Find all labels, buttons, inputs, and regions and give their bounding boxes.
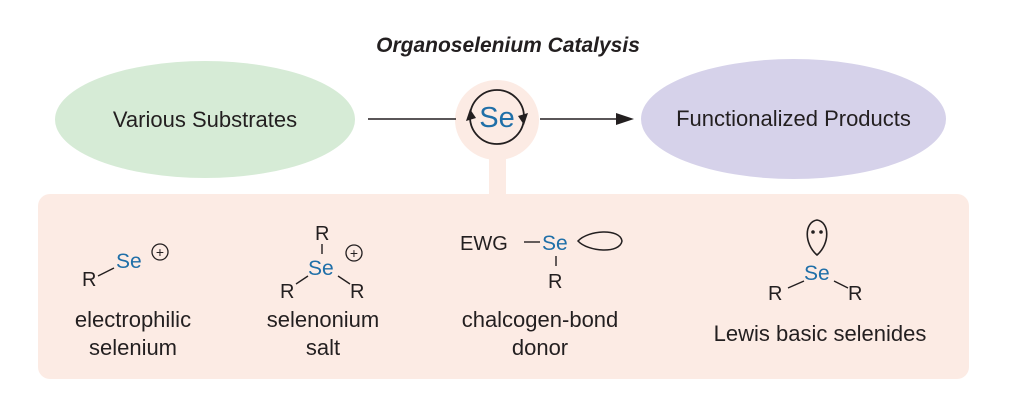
catalyst-label-chalcogen: chalcogen-bond donor xyxy=(461,307,619,360)
svg-text:+: + xyxy=(156,244,164,260)
selenium-atom: Se xyxy=(804,262,830,285)
products-node: Functionalized Products xyxy=(641,59,946,179)
selenium-atom: Se xyxy=(116,250,142,273)
catalyst-types-panel xyxy=(38,194,969,379)
r-group-left: R xyxy=(280,281,294,303)
catalyst-label-electrophilic: electrophilic selenium xyxy=(74,307,192,360)
substrates-label: Various Substrates xyxy=(112,106,298,132)
catalyst-label-lewis-basic: Lewis basic selenides xyxy=(713,321,927,346)
positive-charge-icon: + xyxy=(345,244,363,262)
chalcogen-bond-donor-structure: EWG Se R xyxy=(460,231,623,293)
catalyst-label-selenonium: selenonium salt xyxy=(266,307,380,360)
selenonium-salt-structure: R Se R R + xyxy=(280,223,364,303)
diagram-title: Organoselenium Catalysis xyxy=(376,34,640,57)
r-group: R xyxy=(548,271,562,293)
ewg-group: EWG xyxy=(460,233,508,255)
products-label: Functionalized Products xyxy=(676,106,911,131)
lone-pair-lobe-icon xyxy=(806,219,828,257)
r-group-left: R xyxy=(768,283,782,305)
electrophilic-selenium-structure: R Se + xyxy=(82,243,169,291)
r-group-top: R xyxy=(315,223,329,245)
r-group: R xyxy=(82,269,96,291)
selenium-atom: Se xyxy=(308,257,334,280)
r-group-right: R xyxy=(350,281,364,303)
lewis-basic-selenide-structure: Se R R xyxy=(768,219,862,305)
panel-connector xyxy=(489,150,506,196)
catalytic-cycle-icon xyxy=(466,89,528,145)
selenium-atom: Se xyxy=(542,232,568,255)
output-arrowhead xyxy=(616,113,634,125)
sigma-hole-lobe-icon xyxy=(576,231,623,251)
substrates-node: Various Substrates xyxy=(55,61,355,178)
r-group-right: R xyxy=(848,283,862,305)
svg-text:+: + xyxy=(350,245,358,261)
positive-charge-icon: + xyxy=(151,243,169,261)
center-selenium: Se xyxy=(479,102,514,134)
